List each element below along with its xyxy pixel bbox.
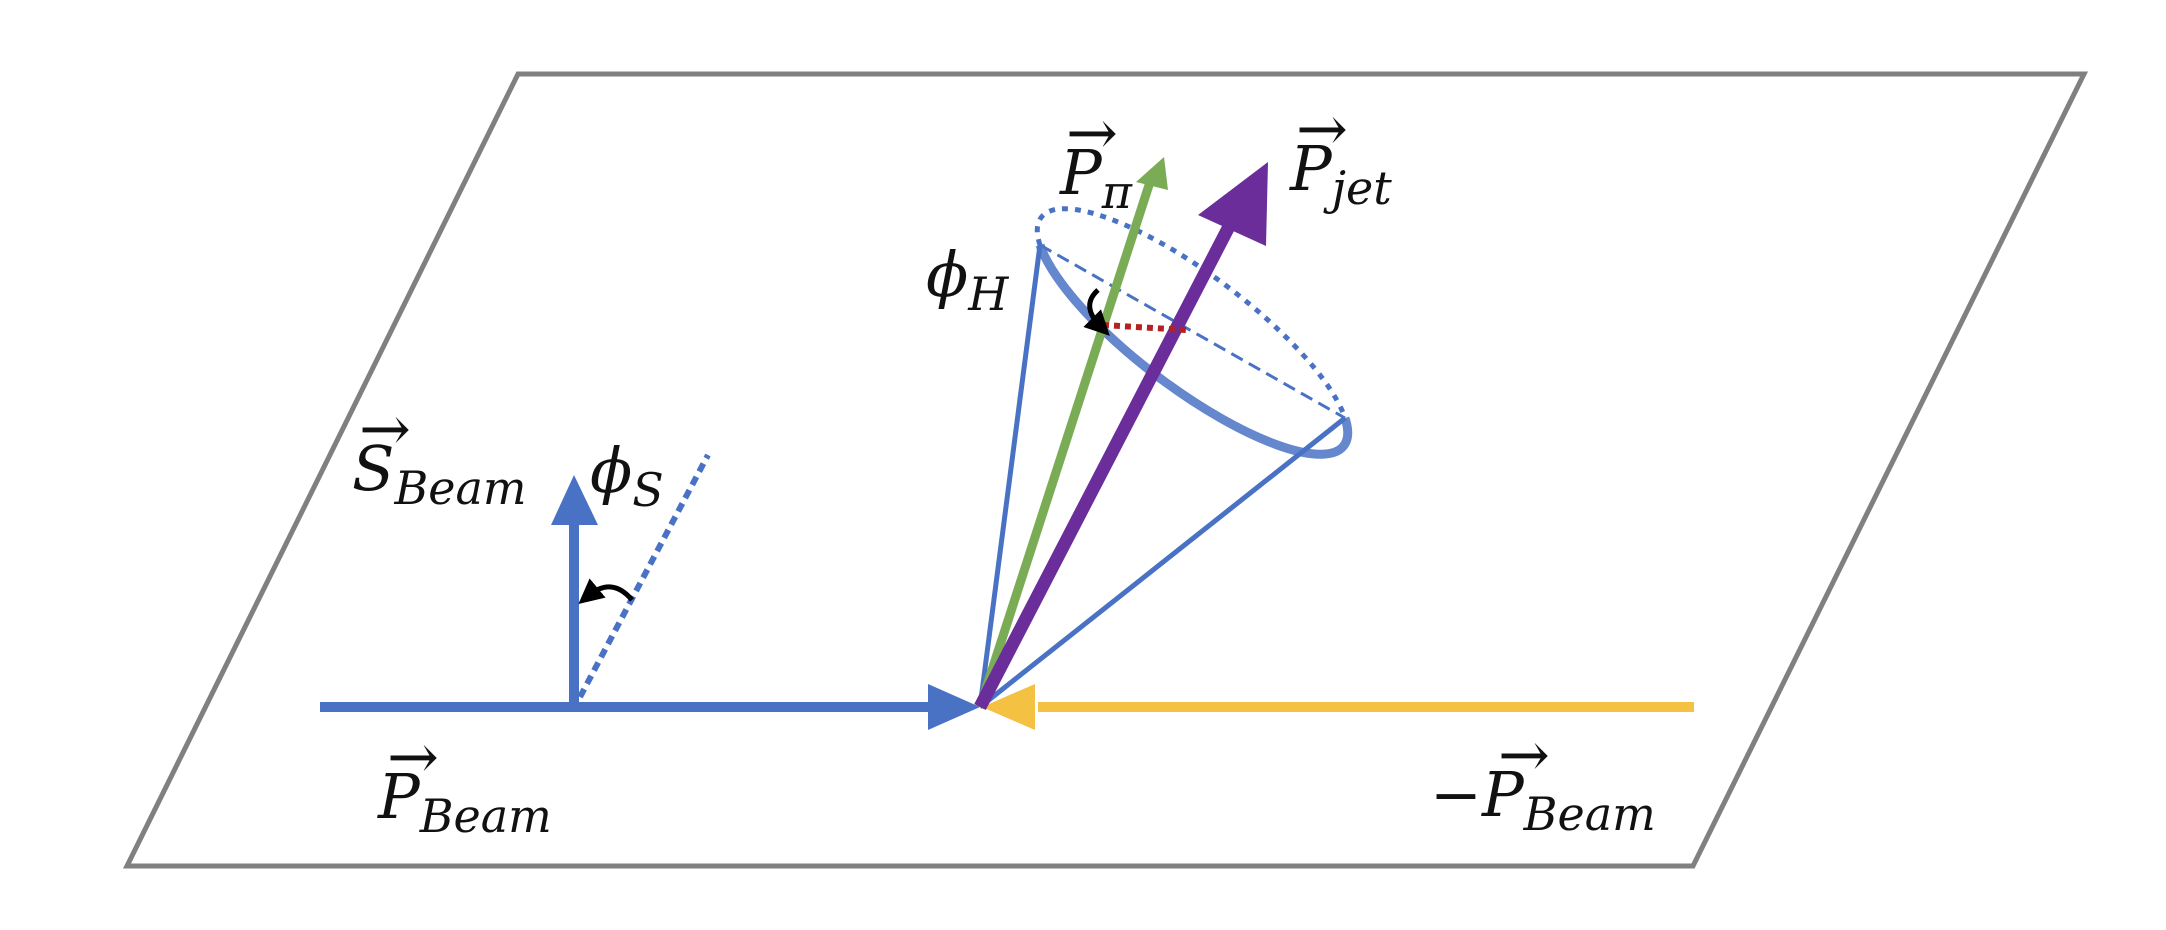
- phi-h-rotation-arrow: [1083, 288, 1110, 336]
- cone-base-front-solid: [1035, 243, 1353, 459]
- label-p-beam-sub: Beam: [419, 789, 552, 843]
- svg-text:Pπ: Pπ: [1059, 136, 1133, 219]
- svg-text:Pjet: Pjet: [1289, 132, 1392, 215]
- label-s-beam-sub: Beam: [393, 461, 526, 515]
- label-s-beam-main: S: [352, 432, 394, 505]
- label-neg-p-beam-sub: Beam: [1523, 787, 1656, 841]
- pion-momentum-arrowhead: [1136, 157, 1168, 190]
- label-p-beam-arrow: →: [387, 720, 439, 793]
- spin-vector-arrowhead: [551, 475, 598, 525]
- label-phi-h: ϕH: [926, 238, 1009, 321]
- cone-right-edge: [978, 416, 1347, 709]
- svg-text:ϕH: ϕH: [926, 238, 1009, 321]
- phi-s-rotation-arrow: [578, 578, 634, 604]
- label-p-pi: → Pπ: [1059, 96, 1133, 219]
- transverse-radial-dotted: [1102, 322, 1187, 333]
- reference-plane: [122, 71, 2089, 869]
- label-neg-p-beam-main: P: [1481, 758, 1525, 831]
- label-neg-p-beam-prefix: −: [1430, 758, 1482, 831]
- beam-momentum-arrowhead: [928, 684, 980, 730]
- jet-momentum-line: [974, 212, 1241, 710]
- svg-text:−PBeam: −PBeam: [1430, 758, 1656, 841]
- anti-beam-momentum-arrowhead: [982, 684, 1035, 730]
- svg-text:PBeam: PBeam: [377, 760, 552, 843]
- spin-azimuth-dotted-line: [577, 453, 711, 699]
- label-phi-s-main: ϕ: [590, 434, 632, 507]
- svg-text:SBeam: SBeam: [352, 432, 527, 515]
- label-s-beam: → SBeam: [352, 392, 527, 515]
- cone-base-diameter-dashed: [1039, 243, 1346, 420]
- label-phi-h-main: ϕ: [926, 238, 968, 311]
- cone-left-edge: [977, 244, 1043, 708]
- label-neg-p-beam: → −PBeam: [1430, 718, 1656, 841]
- label-p-beam: → PBeam: [377, 720, 552, 843]
- label-p-pi-arrow: →: [1066, 96, 1118, 169]
- pion-momentum-line: [975, 180, 1155, 709]
- jet-momentum-arrowhead: [1198, 162, 1268, 246]
- cone-base-back-dotted: [1034, 206, 1348, 419]
- label-p-jet-sub: jet: [1323, 161, 1392, 215]
- label-p-pi-sub: π: [1101, 165, 1133, 219]
- label-p-jet: → Pjet: [1289, 92, 1392, 215]
- label-p-beam-main: P: [377, 760, 421, 833]
- svg-text:ϕS: ϕS: [590, 434, 664, 517]
- label-phi-s-sub: S: [632, 463, 664, 517]
- label-p-jet-main: P: [1289, 132, 1333, 205]
- label-phi-h-sub: H: [967, 267, 1009, 321]
- label-phi-s: ϕS: [590, 434, 664, 517]
- label-p-pi-main: P: [1059, 136, 1103, 209]
- label-p-jet-arrow: →: [1296, 92, 1348, 165]
- label-s-beam-arrow: →: [359, 392, 411, 465]
- label-neg-p-beam-arrow: →: [1498, 718, 1550, 791]
